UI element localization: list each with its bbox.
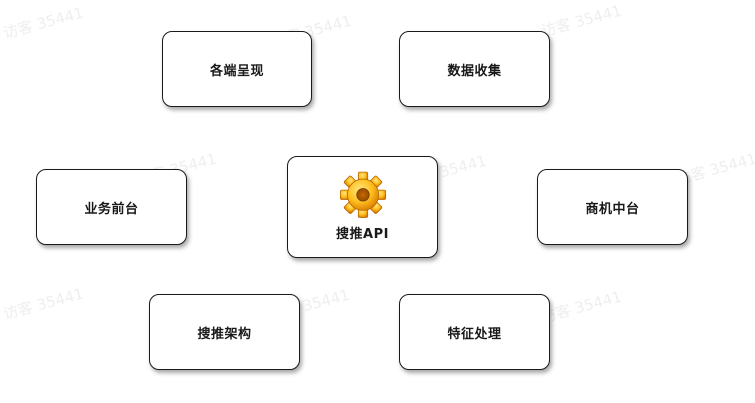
- node-data-collection[interactable]: 数据收集: [399, 31, 550, 107]
- node-commerce-platform[interactable]: 商机中台: [537, 169, 688, 245]
- watermark: 访客 35441: [539, 287, 624, 327]
- node-feature-processing-label: 特征处理: [447, 326, 502, 342]
- watermark: 访客 35441: [1, 284, 86, 324]
- node-display[interactable]: 各端呈现: [162, 31, 312, 107]
- node-business-frontend-label: 业务前台: [84, 201, 139, 217]
- node-commerce-platform-label: 商机中台: [585, 201, 640, 217]
- node-architecture-label: 搜推架构: [197, 326, 252, 342]
- node-feature-processing[interactable]: 特征处理: [399, 294, 550, 370]
- node-center-api-label: 搜推API: [336, 226, 389, 242]
- watermark: 访客 35441: [539, 1, 624, 41]
- node-center-api[interactable]: 搜推API: [287, 156, 438, 258]
- gear-icon: [339, 171, 386, 218]
- node-business-frontend[interactable]: 业务前台: [36, 169, 187, 245]
- node-data-collection-label: 数据收集: [447, 63, 502, 79]
- node-display-label: 各端呈现: [209, 63, 264, 79]
- watermark: 访客 35441: [1, 3, 86, 43]
- node-architecture[interactable]: 搜推架构: [149, 294, 300, 370]
